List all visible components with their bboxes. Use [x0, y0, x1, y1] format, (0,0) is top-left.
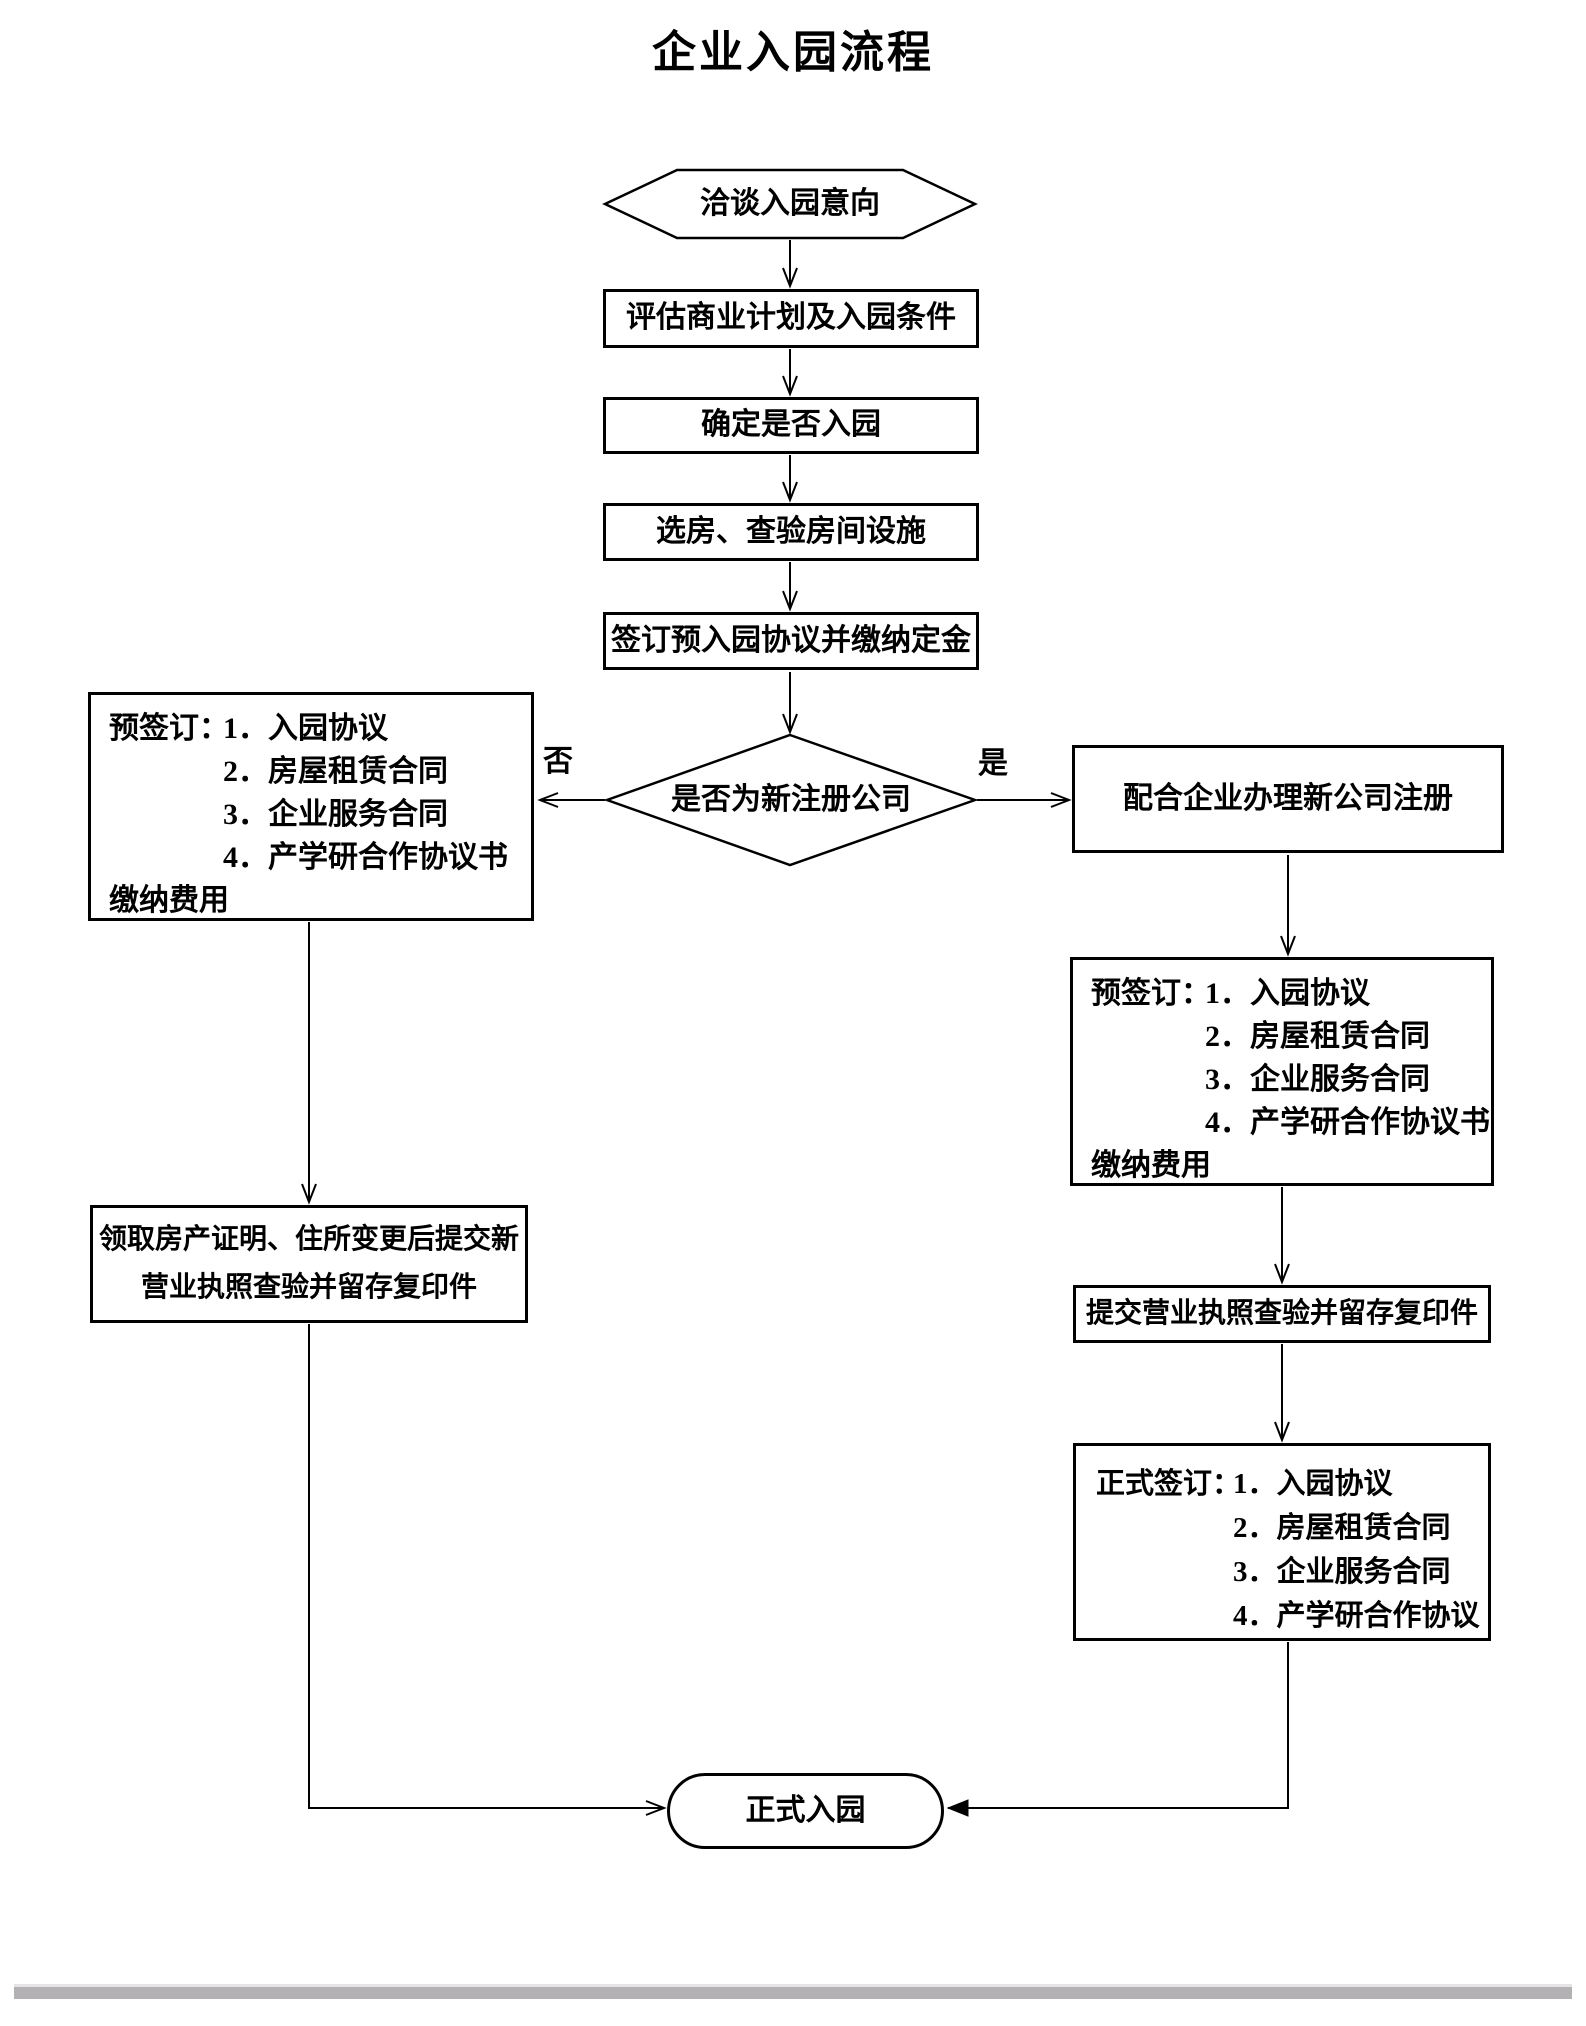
page-title: 企业入园流程 — [652, 28, 934, 77]
decision-node: 是否为新注册公司 — [671, 782, 911, 816]
presign-left-label: 预签订： — [109, 712, 229, 745]
step-box-confirm: 确定是否入园 — [603, 397, 979, 454]
presign-right-item-3: 3．企业服务合同 — [1205, 1063, 1430, 1096]
presign-left-footer: 缴纳费用 — [109, 884, 229, 917]
formal-sign-item-2: 2．房屋租赁合同 — [1233, 1512, 1451, 1544]
arrow-formal-to-end — [946, 1642, 1289, 1817]
start-hexagon-shape — [602, 168, 978, 240]
formal-sign-item-1: 1．入园协议 — [1233, 1468, 1393, 1500]
branch-label-yes: 是 — [978, 747, 1008, 780]
presign-right-box: 预签订： 1．入园协议 2．房屋租赁合同 3．企业服务合同 4．产学研合作协议书… — [1070, 957, 1494, 1186]
license-box: 领取房产证明、住所变更后提交新 营业执照查验并留存复印件 — [90, 1205, 528, 1323]
presign-left-item-4: 4．产学研合作协议书 — [223, 841, 508, 874]
presign-left-item-2: 2．房屋租赁合同 — [223, 755, 448, 788]
arrow-license-to-end — [308, 1324, 667, 1816]
presign-right-item-1: 1．入园协议 — [1205, 977, 1370, 1010]
page-footer-bar — [14, 1984, 1572, 1999]
presign-left-box: 预签订： 1．入园协议 2．房屋租赁合同 3．企业服务合同 4．产学研合作协议书… — [88, 692, 534, 921]
step-box-pre-agreement: 签订预入园协议并缴纳定金 — [603, 612, 979, 670]
presign-right-label: 预签订： — [1091, 977, 1211, 1010]
presign-left-item-1: 1．入园协议 — [223, 712, 388, 745]
formal-sign-label: 正式签订： — [1096, 1468, 1242, 1500]
branch-label-no: 否 — [543, 745, 573, 778]
step-box-evaluate: 评估商业计划及入园条件 — [603, 289, 979, 348]
formal-sign-item-4: 4．产学研合作协议 — [1233, 1600, 1480, 1632]
license-box-line-1: 领取房产证明、住所变更后提交新 — [98, 1224, 519, 1256]
start-node: 洽谈入园意向 — [700, 186, 880, 220]
step-box-select-room: 选房、查验房间设施 — [603, 503, 979, 561]
presign-right-footer: 缴纳费用 — [1091, 1149, 1211, 1182]
presign-left-item-3: 3．企业服务合同 — [223, 798, 448, 831]
register-box: 配合企业办理新公司注册 — [1072, 745, 1504, 853]
decision-diamond-shape — [603, 733, 979, 867]
license-box-line-2: 营业执照查验并留存复印件 — [140, 1272, 477, 1303]
submit-box: 提交营业执照查验并留存复印件 — [1073, 1285, 1491, 1343]
end-node: 正式入园 — [667, 1773, 944, 1849]
presign-right-item-2: 2．房屋租赁合同 — [1205, 1020, 1430, 1053]
formal-sign-box: 正式签订： 1．入园协议 2．房屋租赁合同 3．企业服务合同 4．产学研合作协议 — [1073, 1443, 1491, 1641]
formal-sign-item-3: 3．企业服务合同 — [1233, 1556, 1451, 1588]
presign-right-item-4: 4．产学研合作协议书 — [1205, 1106, 1490, 1139]
